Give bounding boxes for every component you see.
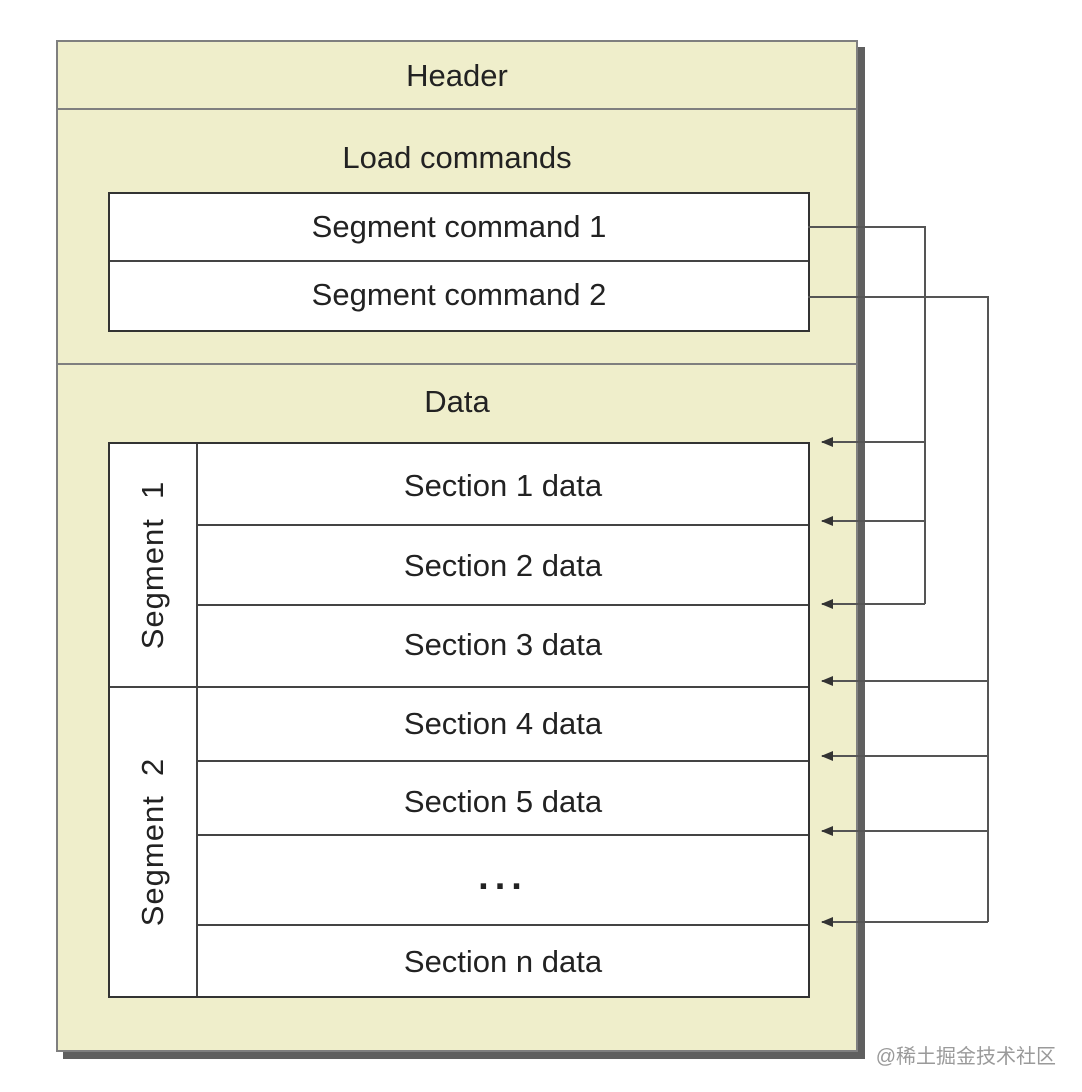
- section-row: Section 1 data: [198, 444, 808, 526]
- section-2-label: Section 2 data: [403, 548, 603, 583]
- section-1-label: Section 1 data: [403, 468, 603, 503]
- load-commands-divider: [58, 363, 856, 365]
- watermark: @稀土掘金技术社区: [875, 1046, 1056, 1068]
- section-3-label: Section 3 data: [403, 627, 603, 662]
- segment-command-1-label: Segment command 1: [311, 209, 607, 244]
- segment-2-group: Segment 2: [110, 688, 198, 996]
- mach-o-file-layout: Header Load commands Segment command 1 S…: [56, 40, 858, 1052]
- data-label: Data: [424, 384, 490, 419]
- segment-command-1-connector: [808, 226, 926, 604]
- section-ellipsis-label: ...: [478, 856, 528, 898]
- section-4-label: Section 4 data: [403, 706, 603, 741]
- section-n-label: Section n data: [403, 944, 603, 979]
- segment-command-2-label: Segment command 2: [311, 277, 607, 312]
- section-row: Section n data: [198, 926, 808, 996]
- segment-command-2: Segment command 2: [110, 262, 808, 330]
- data-box: Segment 1 Segment 2 Section 1 data Secti…: [108, 442, 810, 998]
- segment-command-2-connector: [808, 296, 989, 922]
- section-row: Section 4 data: [198, 688, 808, 762]
- section-5-label: Section 5 data: [403, 784, 603, 819]
- section-row: Section 2 data: [198, 526, 808, 606]
- load-commands-label: Load commands: [342, 140, 572, 175]
- section-row: Section 3 data: [198, 606, 808, 688]
- header-divider: [58, 108, 856, 110]
- section-row: Section 5 data: [198, 762, 808, 836]
- load-commands-box: Segment command 1 Segment command 2: [108, 192, 810, 332]
- segment-1-group: Segment 1: [110, 444, 198, 688]
- header-label: Header: [406, 58, 508, 93]
- sections-column: Section 1 data Section 2 data Section 3 …: [198, 444, 808, 996]
- section-ellipsis: ...: [198, 836, 808, 926]
- segment-command-1: Segment command 1: [110, 194, 808, 262]
